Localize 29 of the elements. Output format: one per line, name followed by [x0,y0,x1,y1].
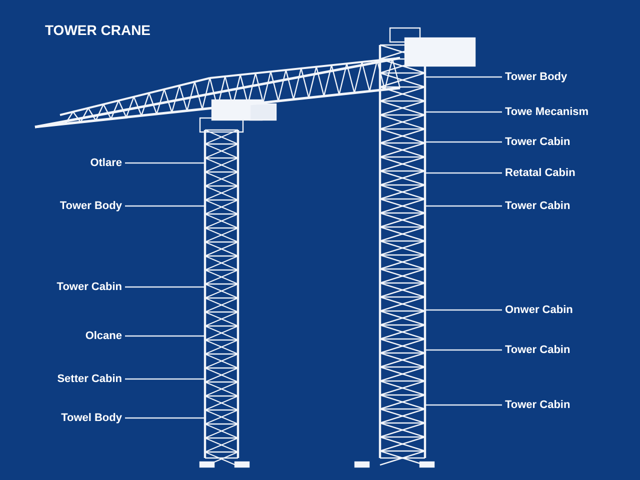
part-label: Towe Mecanism [505,105,589,119]
part-label: Onwer Cabin [505,303,573,317]
leader-line [426,349,502,351]
part-label: Towel Body [61,411,122,425]
leader-line [426,205,502,207]
part-label: Retatal Cabin [505,166,576,180]
leader-line [426,404,502,406]
leader-line [426,309,502,311]
leader-line [426,172,502,174]
part-label: Tower Cabin [505,199,570,213]
part-label: Tower Body [505,70,568,84]
part-label: Tower Cabin [56,280,122,294]
diagram-title: TOWER CRANE [45,22,151,38]
leader-line [426,141,502,143]
leader-line [125,205,204,207]
leader-line [125,378,204,380]
leader-line [125,286,204,288]
part-label: Tower Cabin [505,398,570,412]
leader-line [125,335,204,337]
part-label: Setter Cabin [57,372,122,386]
part-label: Otlare [90,156,122,170]
part-label: Tower Cabin [505,135,570,149]
leader-line [426,76,502,78]
part-label: Tower Body [60,199,122,213]
leader-line [125,162,204,164]
part-label: Olcane [85,329,122,343]
leader-line [426,111,502,113]
part-label: Tower Cabin [505,343,570,357]
leader-line [125,417,204,419]
